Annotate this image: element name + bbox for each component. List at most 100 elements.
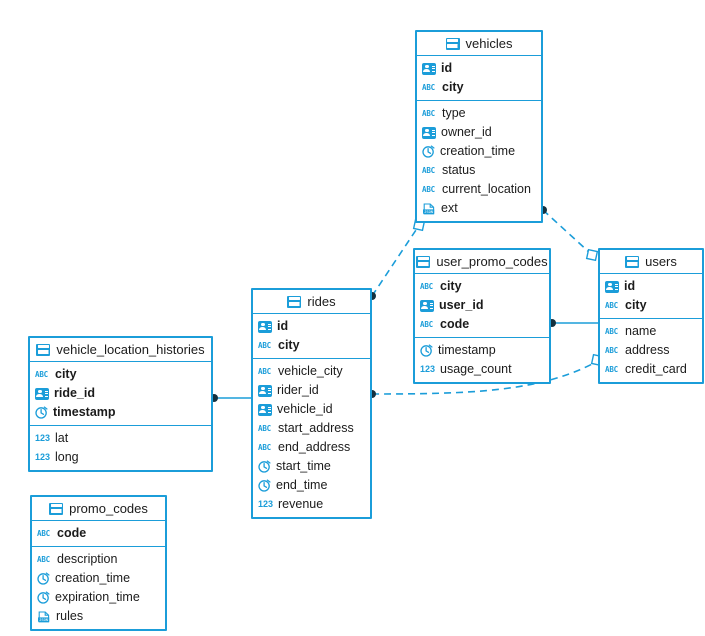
abc-icon: ABC <box>422 166 435 175</box>
abc-icon: ABC <box>420 320 433 329</box>
column-label: ext <box>441 201 458 216</box>
column-label: id <box>624 279 636 294</box>
column-label: city <box>278 338 300 353</box>
column-label: name <box>625 324 657 339</box>
table-header-vehicle_location_histories[interactable]: vehicle_location_histories <box>30 338 211 362</box>
abc-icon: ABC <box>37 529 50 538</box>
column-label: credit_card <box>625 362 687 377</box>
column-label: usage_count <box>440 362 512 377</box>
column-label: current_location <box>442 182 531 197</box>
idcard-icon <box>35 387 49 400</box>
123-icon: 123 <box>258 499 274 509</box>
column-row-vehicles-creation_time[interactable]: creation_time <box>417 142 541 161</box>
pk-row-user_promo_codes-code[interactable]: ABC code <box>415 315 549 334</box>
column-label: creation_time <box>55 571 131 586</box>
column-row-vehicles-owner_id[interactable]: owner_id <box>417 123 541 142</box>
column-label: code <box>440 317 470 332</box>
table-header-users[interactable]: users <box>600 250 702 274</box>
column-label: creation_time <box>440 144 516 159</box>
column-label: city <box>625 298 647 313</box>
pk-row-users-id[interactable]: id <box>600 277 702 296</box>
column-row-vehicles-current_location[interactable]: ABC current_location <box>417 180 541 199</box>
pk-row-rides-city[interactable]: ABC city <box>253 336 370 355</box>
clock-icon <box>37 591 50 604</box>
column-label: start_address <box>278 421 354 436</box>
abc-icon: ABC <box>258 341 271 350</box>
column-row-rides-vehicle_city[interactable]: ABC vehicle_city <box>253 362 370 381</box>
clock-icon <box>37 572 50 585</box>
column-label: timestamp <box>438 343 496 358</box>
pk-row-rides-id[interactable]: id <box>253 317 370 336</box>
table-header-rides[interactable]: rides <box>253 290 370 314</box>
table-name: user_promo_codes <box>436 254 548 269</box>
relationship-user_promo_codes-users[interactable] <box>548 319 598 327</box>
column-label: user_id <box>439 298 484 313</box>
abc-icon: ABC <box>258 424 271 433</box>
123-icon: 123 <box>35 433 51 443</box>
table-header-promo_codes[interactable]: promo_codes <box>32 497 165 521</box>
123-icon: 123 <box>35 452 51 462</box>
column-label: start_time <box>276 459 331 474</box>
column-row-rides-start_address[interactable]: ABC start_address <box>253 419 370 438</box>
column-label: type <box>442 106 466 121</box>
relationship-vehicle_location_histories-rides[interactable] <box>210 394 251 402</box>
pk-row-vehicles-id[interactable]: id <box>417 59 541 78</box>
table-name: vehicle_location_histories <box>56 342 205 357</box>
abc-icon: ABC <box>605 365 618 374</box>
column-row-rides-start_time[interactable]: start_time <box>253 457 370 476</box>
abc-icon: ABC <box>258 367 271 376</box>
idcard-icon <box>605 280 619 293</box>
column-row-rides-vehicle_id[interactable]: vehicle_id <box>253 400 370 419</box>
column-row-user_promo_codes-timestamp[interactable]: timestamp <box>415 341 549 360</box>
abc-icon: ABC <box>605 327 618 336</box>
pk-row-user_promo_codes-user_id[interactable]: user_id <box>415 296 549 315</box>
table-header-user_promo_codes[interactable]: user_promo_codes <box>415 250 549 274</box>
abc-icon: ABC <box>420 282 433 291</box>
column-label: timestamp <box>53 405 116 420</box>
idcard-icon <box>420 299 434 312</box>
column-label: end_time <box>276 478 328 493</box>
table-header-vehicles[interactable]: vehicles <box>417 32 541 56</box>
column-row-rides-rider_id[interactable]: rider_id <box>253 381 370 400</box>
column-row-rides-end_time[interactable]: end_time <box>253 476 370 495</box>
table-icon <box>36 343 51 356</box>
column-row-users-name[interactable]: ABC name <box>600 322 702 341</box>
pk-row-vehicle_location_histories-timestamp[interactable]: timestamp <box>30 403 211 422</box>
abc-icon: ABC <box>422 185 435 194</box>
column-label: ride_id <box>54 386 95 401</box>
column-row-promo_codes-creation_time[interactable]: creation_time <box>32 569 165 588</box>
column-row-promo_codes-expiration_time[interactable]: expiration_time <box>32 588 165 607</box>
column-label: vehicle_city <box>278 364 343 379</box>
pk-row-vehicle_location_histories-ride_id[interactable]: ride_id <box>30 384 211 403</box>
column-row-users-credit_card[interactable]: ABC credit_card <box>600 360 702 379</box>
